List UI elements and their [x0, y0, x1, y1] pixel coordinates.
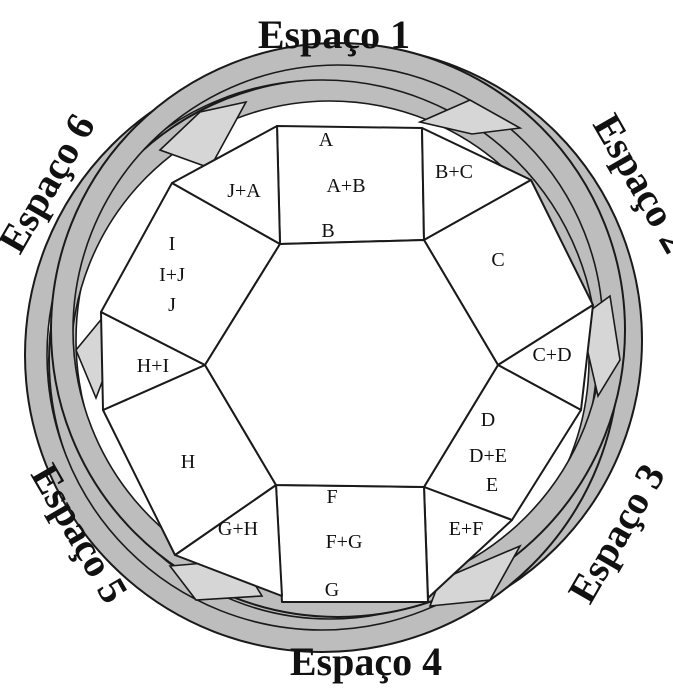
space-1-label: Espaço 1: [258, 12, 410, 57]
label-h-plus-i: H+I: [137, 355, 169, 377]
label-b: B: [321, 220, 334, 242]
label-j-plus-a: J+A: [227, 180, 261, 202]
label-a-plus-b: A+B: [326, 175, 365, 197]
label-h: H: [181, 451, 195, 473]
label-f-plus-g: F+G: [326, 531, 363, 553]
label-f: F: [326, 486, 337, 508]
label-g-plus-h: G+H: [218, 518, 258, 540]
label-e: E: [486, 474, 498, 496]
label-i: I: [169, 233, 176, 255]
label-j: J: [168, 294, 176, 316]
label-b-plus-c: B+C: [435, 161, 473, 183]
space-4-label: Espaço 4: [290, 639, 442, 684]
label-d-plus-e: D+E: [469, 445, 507, 467]
label-d: D: [481, 409, 495, 431]
label-e-plus-f: E+F: [449, 518, 484, 540]
label-a: A: [319, 129, 334, 151]
label-c: C: [491, 249, 504, 271]
label-c-plus-d: C+D: [532, 344, 571, 366]
label-i-plus-j: I+J: [159, 264, 185, 286]
label-g: G: [325, 579, 339, 601]
